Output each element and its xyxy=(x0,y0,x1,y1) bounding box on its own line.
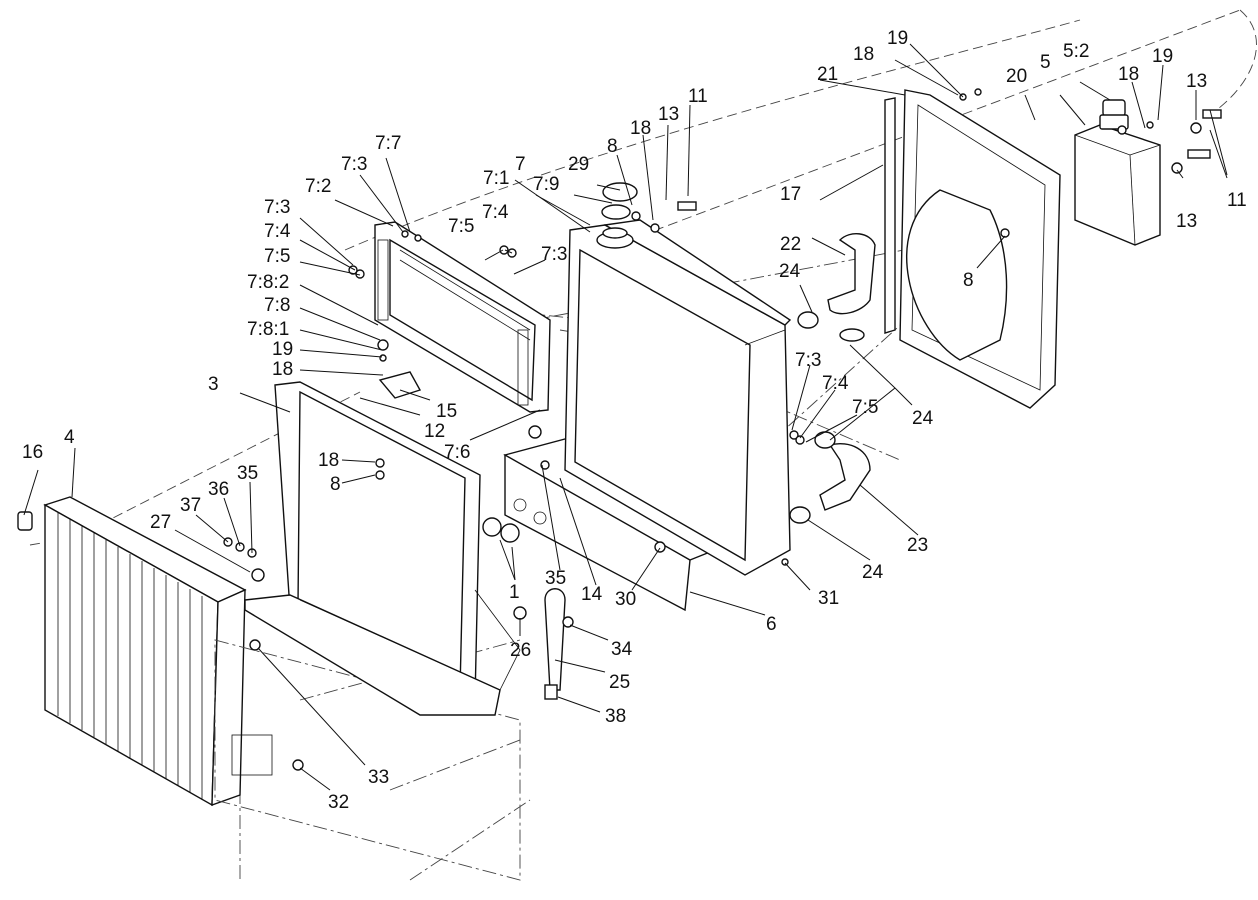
callout-30: 30 xyxy=(615,589,636,610)
fan-shroud xyxy=(899,89,1061,409)
callout-7-8: 7:8 xyxy=(264,295,290,316)
callout-8-c: 8 xyxy=(330,474,341,495)
callout-37: 37 xyxy=(180,495,201,516)
callout-18-a: 18 xyxy=(853,44,874,65)
callout-7-8-2: 7:8:2 xyxy=(247,272,289,293)
callout-1: 1 xyxy=(509,582,520,603)
callout-5: 5 xyxy=(1040,52,1051,73)
callout-7-5-a: 7:5 xyxy=(264,246,290,267)
callout-21: 21 xyxy=(817,64,838,85)
callout-11-a: 11 xyxy=(1227,190,1247,211)
callout-17: 17 xyxy=(780,184,801,205)
callout-13-a: 13 xyxy=(1186,71,1207,92)
callout-7-3-d: 7:3 xyxy=(795,350,821,371)
callout-7-5-b: 7:5 xyxy=(448,216,474,237)
callout-7-4-b: 7:4 xyxy=(482,202,509,223)
callout-7-9: 7:9 xyxy=(533,174,559,195)
seal-strip xyxy=(884,97,896,334)
fasteners xyxy=(17,88,1222,771)
callout-14: 14 xyxy=(581,584,603,605)
callout-34: 34 xyxy=(611,639,633,660)
callout-3: 3 xyxy=(208,374,219,395)
callout-32: 32 xyxy=(328,792,349,813)
callout-7-8-1: 7:8:1 xyxy=(247,319,289,340)
callout-13-b: 13 xyxy=(1176,211,1197,232)
callout-31: 31 xyxy=(818,588,839,609)
callout-7-3-c: 7:3 xyxy=(541,244,567,265)
radiator-core xyxy=(564,219,792,576)
callout-7-4-a: 7:4 xyxy=(264,221,291,242)
callout-22: 22 xyxy=(780,234,801,255)
callout-15: 15 xyxy=(436,401,457,422)
callout-7: 7 xyxy=(515,154,526,175)
callout-7-2: 7:2 xyxy=(305,176,331,197)
callout-12: 12 xyxy=(424,421,445,442)
front-grille xyxy=(43,496,247,807)
callout-24-c: 24 xyxy=(862,562,884,583)
callout-7-3-b: 7:3 xyxy=(264,197,290,218)
leader-lines xyxy=(23,43,1228,791)
callout-18-b: 18 xyxy=(1118,64,1139,85)
callout-25: 25 xyxy=(609,672,630,693)
callout-13-c: 13 xyxy=(658,104,679,125)
callout-7-7: 7:7 xyxy=(375,133,401,154)
callout-8-a: 8 xyxy=(607,136,618,157)
callout-24-a: 24 xyxy=(779,261,801,282)
callout-18-c: 18 xyxy=(630,118,651,139)
callout-8-b: 8 xyxy=(963,270,974,291)
callout-24-b: 24 xyxy=(912,408,934,429)
callout-33: 33 xyxy=(368,767,389,788)
callout-35-b: 35 xyxy=(545,568,566,589)
callout-29: 29 xyxy=(568,154,589,175)
callout-38: 38 xyxy=(605,706,626,727)
callout-20: 20 xyxy=(1006,66,1027,87)
callout-35-a: 35 xyxy=(237,463,258,484)
callout-26: 26 xyxy=(510,640,531,661)
callout-19-a: 19 xyxy=(887,28,908,49)
hoses xyxy=(789,233,876,524)
callout-4: 4 xyxy=(64,427,75,448)
callout-19-b: 19 xyxy=(1152,46,1173,67)
callout-7-4-c: 7:4 xyxy=(822,373,849,394)
callout-6: 6 xyxy=(766,614,777,635)
callout-7-3-a: 7:3 xyxy=(341,154,367,175)
expansion-tank xyxy=(1074,99,1161,246)
callout-7-1: 7:1 xyxy=(483,168,509,189)
callout-labels: 19 18 21 20 5 5:2 18 19 13 11 13 11 13 1… xyxy=(22,28,1247,813)
callout-18-e: 18 xyxy=(318,450,339,471)
callout-7-5-c: 7:5 xyxy=(852,397,878,418)
front-frame xyxy=(244,381,521,716)
callout-36: 36 xyxy=(208,479,229,500)
callout-11-b: 11 xyxy=(688,86,708,107)
drain-pipe xyxy=(544,588,566,700)
callout-27: 27 xyxy=(150,512,171,533)
callout-23: 23 xyxy=(907,535,928,556)
callout-7-6: 7:6 xyxy=(444,442,470,463)
callout-16: 16 xyxy=(22,442,43,463)
callout-18-d: 18 xyxy=(272,359,293,380)
callout-19-c: 19 xyxy=(272,339,293,360)
oil-cooler xyxy=(374,221,551,413)
callout-5-2: 5:2 xyxy=(1063,41,1089,62)
